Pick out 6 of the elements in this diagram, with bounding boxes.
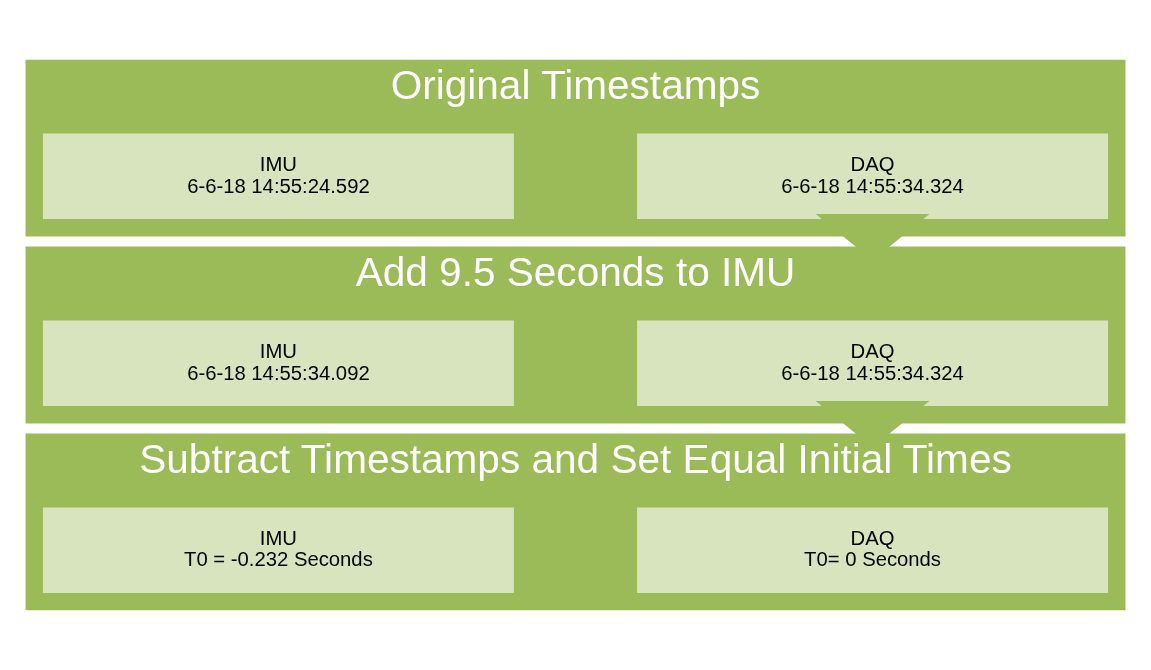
node-box: IMU T0 = -0.232 Seconds bbox=[42, 507, 514, 593]
node-box: DAQ T0= 0 Seconds bbox=[637, 507, 1109, 593]
node-box: IMU 6-6-18 14:55:34.092 bbox=[42, 320, 514, 406]
node-box: IMU 6-6-18 14:55:24.592 bbox=[42, 133, 514, 220]
node-box: DAQ 6-6-18 14:55:34.324 bbox=[637, 133, 1109, 220]
node-box: DAQ 6-6-18 14:55:34.324 bbox=[637, 320, 1109, 406]
